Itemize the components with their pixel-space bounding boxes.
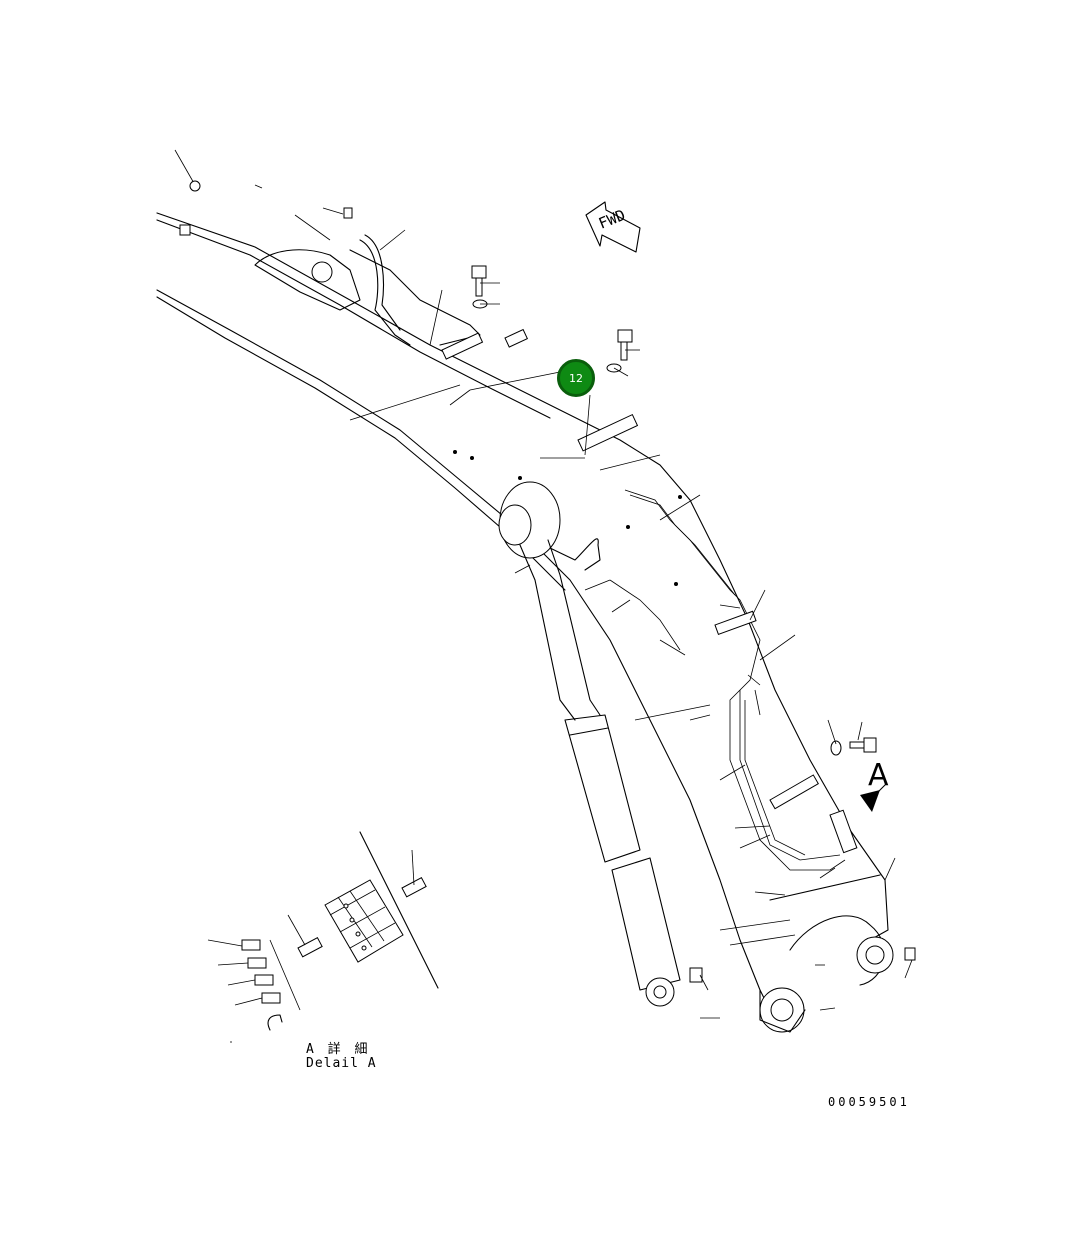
view-a-label: A [868,758,889,793]
detail-label-jp: A 詳 細 [306,1042,371,1057]
boom-outline [156,212,894,1033]
detail-label-en: Delail A [306,1056,377,1071]
view-a-arrow [860,784,886,812]
detail-a-assembly [207,831,439,1043]
boom-cylinder [498,481,681,1007]
callout-12[interactable]: 12 [557,359,595,397]
leader-lines [254,184,913,1019]
fwd-arrow [585,201,641,253]
boom-top-bracket [174,149,481,346]
hydraulic-lines [441,328,858,871]
bolts-top [343,207,916,983]
rivets [453,450,682,586]
drawing-number: 00059501 [828,1095,910,1109]
